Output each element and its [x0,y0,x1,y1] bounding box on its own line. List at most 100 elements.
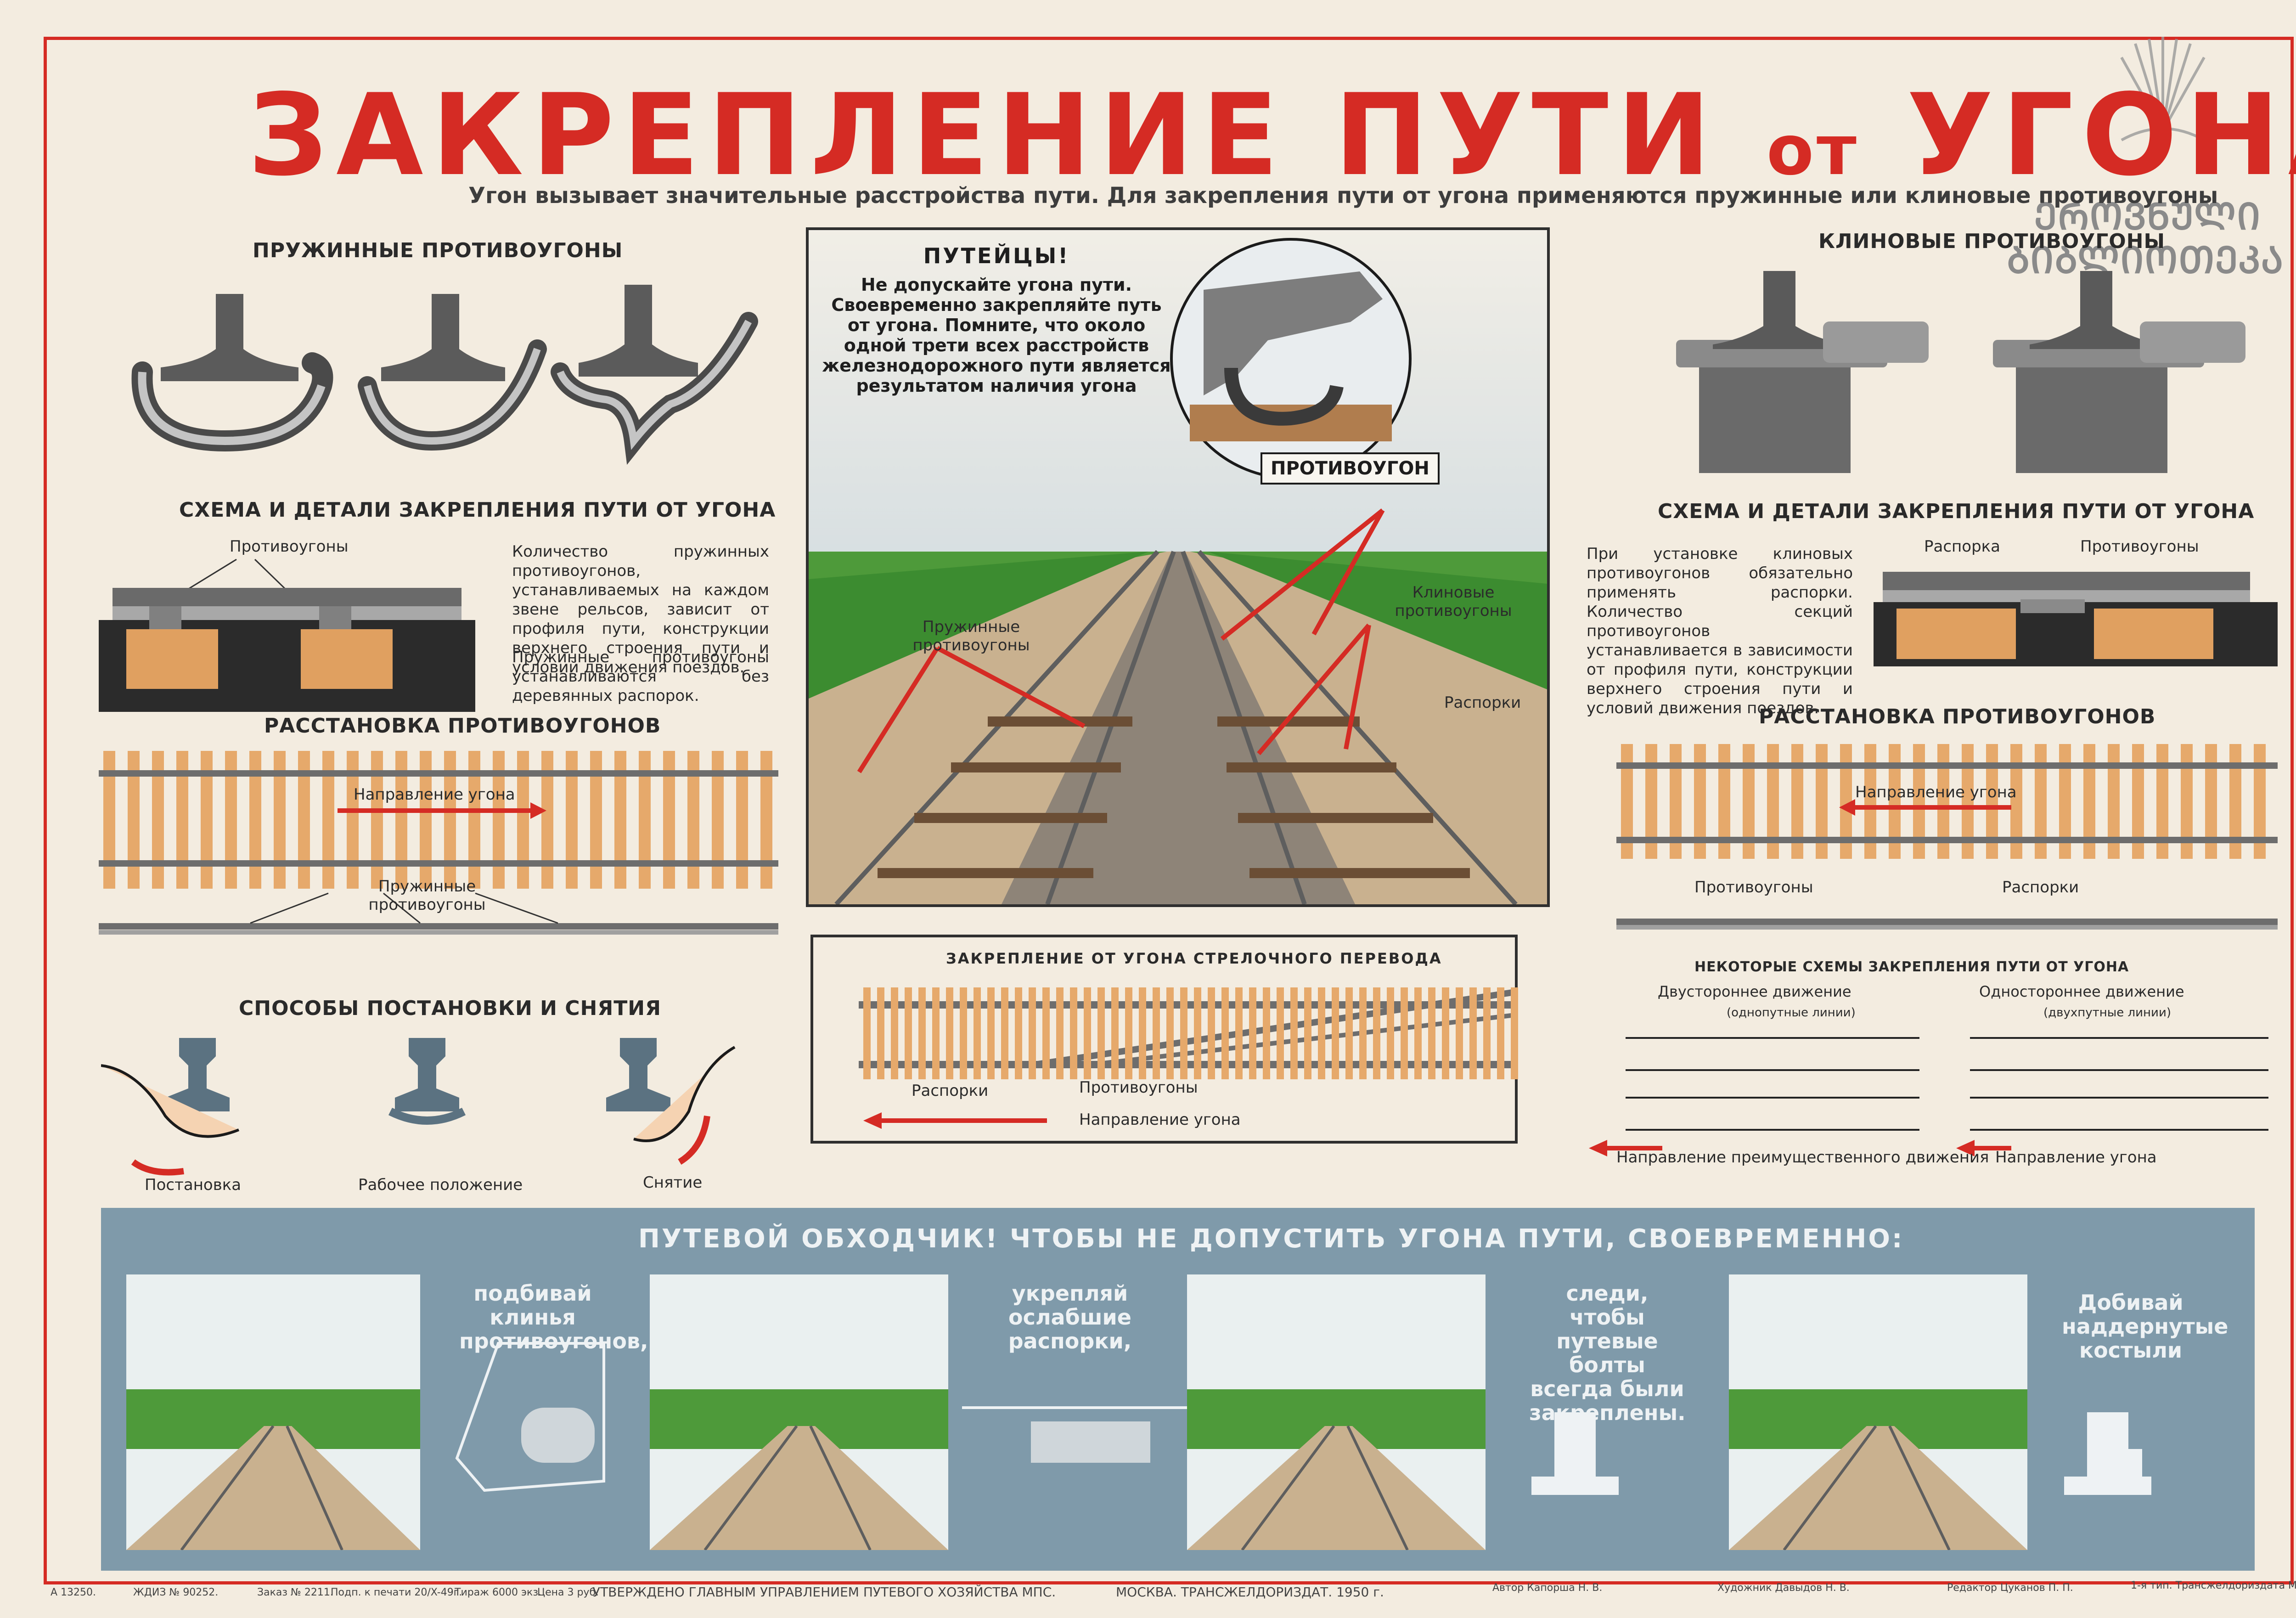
sleeper [1387,987,1394,1079]
sleeper [918,987,926,1079]
method-install-graphic [101,1038,240,1176]
sleeper [1318,987,1325,1079]
right-scheme-anti: Противоугоны [2080,537,2199,556]
methods-illustration [101,1038,736,1176]
right-scheme-spacer: Распорка [1924,537,2001,556]
title-mid: от [1766,111,1859,191]
worker-scene-4 [1729,1274,2027,1550]
wedge-anticreepers-illustration [1676,271,2245,473]
schemes-heading: НЕКОТОРЫЕ СХЕМЫ ЗАКРЕПЛЕНИЯ ПУТИ ОТ УГОН… [1694,959,2129,975]
center-spacer-label: Распорки [1444,693,1521,712]
method-work-label: Рабочее положение [358,1176,523,1194]
sleeper [1345,987,1353,1079]
method-work-graphic [388,1038,466,1125]
sleeper [1084,987,1091,1079]
poster-frame [44,37,2294,1584]
sleeper [1373,987,1380,1079]
left-methods-heading: СПОСОБЫ ПОСТАНОВКИ И СНЯТИЯ [239,997,661,1020]
sleeper [1483,987,1491,1079]
sleeper [1153,987,1160,1079]
bottom-title: ПУТЕВОЙ ОБХОДЧИК! ЧТОБЫ НЕ ДОПУСТИТЬ УГО… [638,1224,1904,1254]
switch-spacers-label: Распорки [912,1082,989,1100]
title-end: УГОНА [1907,70,2296,201]
sleeper [1277,987,1284,1079]
right-direction-label: Направление угона [1855,783,2017,801]
creep-direction-label: Направление угона [1995,1148,2157,1167]
sleeper [1221,987,1229,1079]
anti-label-box: ПРОТИВОУГОН [1261,452,1440,485]
left-spring-label-text: Пружинные противоугоны [368,877,486,914]
method-install-label: Постановка [145,1176,242,1194]
left-scheme-label: Противоугоны [230,537,349,556]
one-way-scheme-graphic [1970,1037,2268,1131]
sleeper [877,987,884,1079]
sleeper [1263,987,1270,1079]
sleeper [974,987,981,1079]
sleeper [905,987,912,1079]
sleeper [1304,987,1311,1079]
one-way-sublabel: (двухпутные линии) [2043,1006,2171,1020]
footer-8: МОСКВА. ТРАНСЖЕЛДОРИЗДАТ. 1950 г. [1116,1584,1384,1600]
sleeper [1015,987,1022,1079]
pref-direction-label: Направление преимущественного движения [1616,1148,1989,1167]
schemes-illustration [1589,1037,2268,1156]
sleeper [1497,987,1504,1079]
footer-4: Подп. к печати 20/X-49г. [331,1587,462,1598]
sleeper [863,987,871,1079]
center-spring-label-text: Пружинные противоугоны [912,618,1030,654]
right-scheme-illustration [1874,572,2278,666]
sleeper [1208,987,1215,1079]
sleeper [1235,987,1243,1079]
sleeper [1070,987,1077,1079]
spike-diagram [2064,1412,2151,1495]
worker-scene-1 [126,1274,420,1550]
center-track-illustration [806,227,1550,907]
track-perspective-scene [809,230,1547,904]
sleeper [1469,987,1477,1079]
spring-clamp-2 [358,294,547,451]
sleeper [946,987,953,1079]
sleeper [1139,987,1146,1079]
center-spring-label: Пружинные противоугоны [905,618,1038,654]
sleeper [1249,987,1256,1079]
left-direction-label: Направление угона [354,785,515,804]
footer-9: Автор Капорша Н. В. [1492,1582,1603,1594]
sleeper [1290,987,1298,1079]
center-wedge-label-text: Клиновые противоугоны [1395,583,1512,620]
spring-heading: ПРУЖИННЫЕ ПРОТИВОУГОНЫ [253,239,623,262]
two-way-scheme-graphic [1626,1037,1919,1131]
spring-anticreepers-illustration [131,285,758,465]
sleeper [1359,987,1367,1079]
one-way-label: Одностороннее движение [1979,983,2184,1000]
footer-3: Заказ № 2211. [257,1587,333,1598]
switch-direction-label: Направление угона [1079,1111,1241,1129]
left-placement-track-illustration [99,751,778,935]
method-remove-graphic [606,1038,736,1165]
sleeper [1180,987,1187,1079]
sleeper [1042,987,1050,1079]
center-wedge-label: Клиновые противоугоны [1391,583,1515,620]
poster-subtitle: Угон вызывает значительные расстройства … [468,183,2218,209]
two-way-sublabel: (однопутные линии) [1727,1006,1856,1020]
sleeper [1125,987,1132,1079]
left-scheme-heading: СХЕМА И ДЕТАЛИ ЗАКРЕПЛЕНИЯ ПУТИ ОТ УГОНА [179,498,776,522]
sleeper [1332,987,1339,1079]
footer-2: ЖДИЗ № 90252. [133,1587,219,1598]
wedge-clamp-2 [1993,271,2245,473]
sleeper [1111,987,1119,1079]
clamp-diagram-1 [455,1342,605,1492]
left-placement-heading: РАССТАНОВКА ПРОТИВОУГОНОВ [264,714,661,738]
library-seal-emblem-icon [2120,37,2206,141]
bottom-step-2: укрепляй ослабшие распорки, [1008,1281,1132,1353]
center-text: Не допускайте угона пути. Своевременно з… [822,275,1171,396]
seal-line-2: ᲑᲘᲑᲚᲘᲝᲗᲔᲙᲐ [2007,239,2285,282]
left-scheme-text-2: Пружинные противоугоны устанавливаются б… [512,648,769,705]
left-spring-label: Пружинные противоугоны [367,877,487,914]
footer-10: Художник Давыдов Н. В. [1717,1582,1850,1594]
bottom-step-1: подбивай клинья противоугонов, [459,1281,648,1353]
bottom-step-3: следи, чтобы путевые болты всегда были з… [1529,1281,1686,1425]
sleeper [1056,987,1064,1079]
sleeper [1456,987,1463,1079]
right-spacer-label: Распорки [2002,878,2079,896]
spacer-diagram [962,1406,1192,1463]
